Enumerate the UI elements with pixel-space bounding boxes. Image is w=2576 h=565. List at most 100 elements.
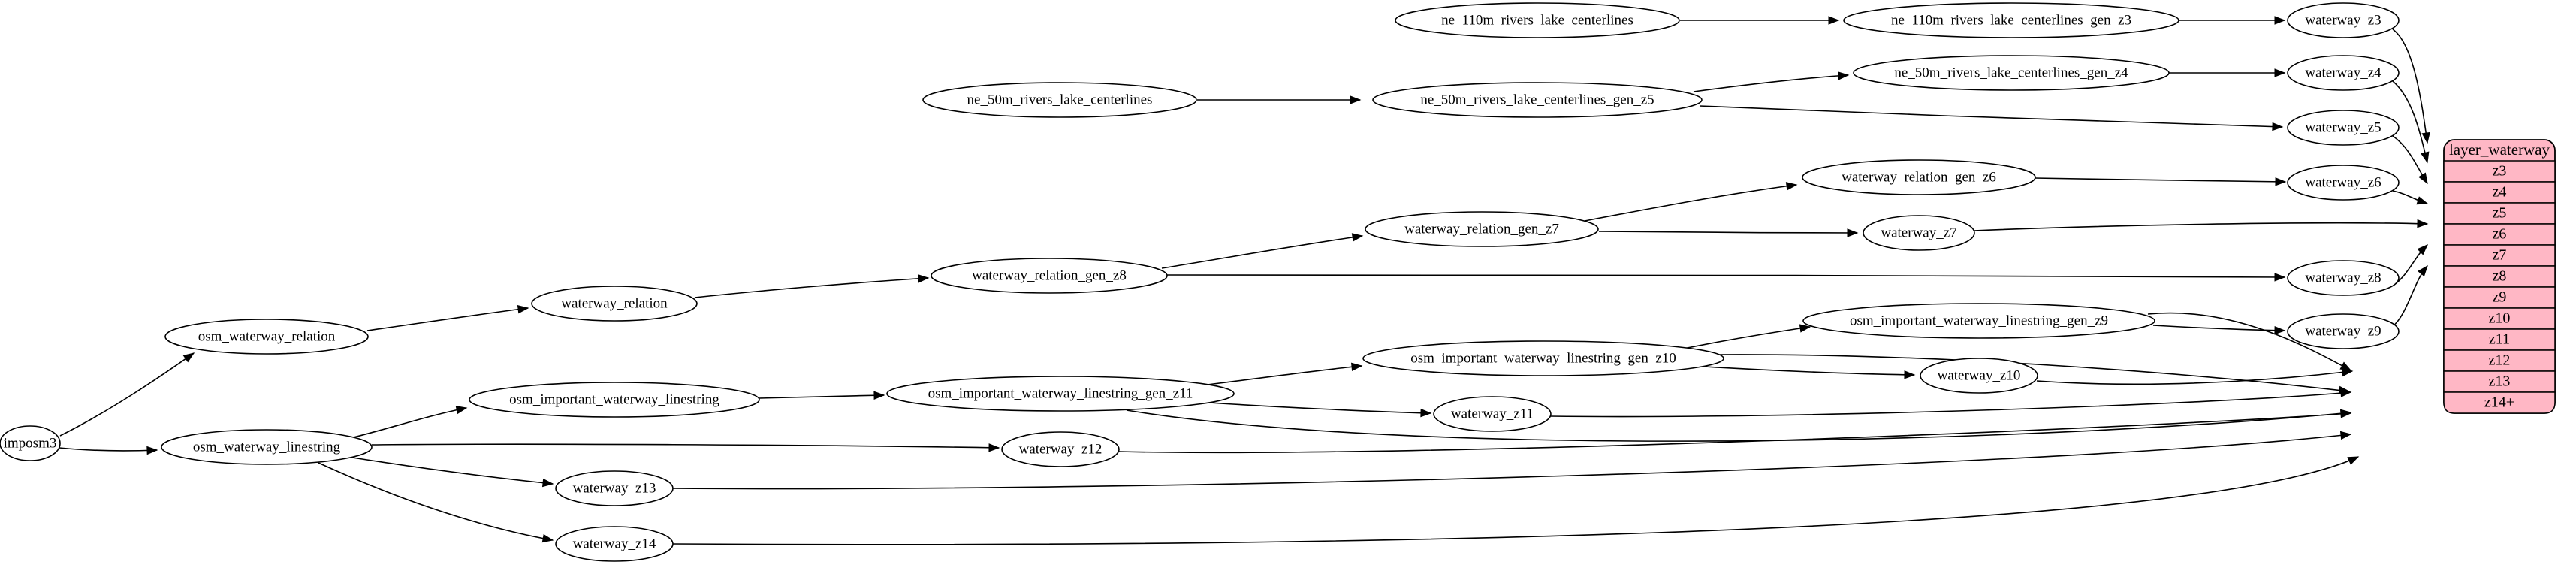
table-row-z4[interactable]: z4 bbox=[2443, 181, 2556, 204]
edge-line bbox=[671, 456, 2359, 545]
nodes-layer: imposm3 osm_waterway_relation osm_waterway… bbox=[0, 2, 2400, 562]
edge-waterway_z5-to-table_z5 bbox=[2392, 135, 2428, 185]
node-waterway_z14[interactable]: waterway_z14 bbox=[555, 526, 674, 562]
table-row-z6[interactable]: z6 bbox=[2443, 223, 2556, 246]
node-ne_50m_rivers_lake_centerlines[interactable]: ne_50m_rivers_lake_centerlines bbox=[922, 82, 1197, 118]
edge-waterway_relation_gen_z8-to-waterway_z8 bbox=[1166, 273, 2286, 282]
node-ellipse bbox=[1365, 211, 1599, 247]
edge-osm_important_waterway_linestring_gen_z11-to-osm_important_waterway_linestring_gen_z10 bbox=[1201, 362, 1363, 386]
table-row-z14-plus[interactable]: z14+ bbox=[2443, 391, 2556, 414]
node-ellipse bbox=[1001, 431, 1120, 467]
edge-line bbox=[350, 407, 467, 439]
edge-line bbox=[2147, 312, 2351, 371]
edge-ne_50m_rivers_lake_centerlines_gen_z5-to-waterway_z5 bbox=[1699, 105, 2284, 131]
edge-arrowhead-icon bbox=[2275, 177, 2287, 186]
edge-arrowhead-icon bbox=[2274, 16, 2286, 25]
node-waterway_z11[interactable]: waterway_z11 bbox=[1433, 396, 1552, 432]
node-ne_110m_rivers_lake_centerlines[interactable]: ne_110m_rivers_lake_centerlines bbox=[1395, 2, 1680, 38]
edge-arrowhead-icon bbox=[2418, 264, 2428, 277]
node-waterway_relation[interactable]: waterway_relation bbox=[531, 286, 698, 322]
table-row-z9[interactable]: z9 bbox=[2443, 286, 2556, 309]
table-row-z11[interactable]: z11 bbox=[2443, 328, 2556, 351]
node-ellipse bbox=[531, 286, 698, 322]
node-osm_important_waterway_linestring_gen_z10[interactable]: osm_important_waterway_linestring_gen_z1… bbox=[1362, 340, 1724, 376]
edge-ne_110m_rivers_lake_centerlines_gen_z3-to-waterway_z3 bbox=[2178, 16, 2286, 25]
edge-line bbox=[1693, 74, 1849, 92]
edge-osm_waterway_relation-to-waterway_relation bbox=[366, 305, 529, 331]
node-osm_important_waterway_linestring_gen_z9[interactable]: osm_important_waterway_linestring_gen_z9 bbox=[1802, 303, 2155, 339]
node-waterway_relation_gen_z7[interactable]: waterway_relation_gen_z7 bbox=[1365, 211, 1599, 247]
node-waterway_z12[interactable]: waterway_z12 bbox=[1001, 431, 1120, 467]
table-row-label: z3 bbox=[2493, 163, 2507, 180]
table-row-z7[interactable]: z7 bbox=[2443, 244, 2556, 267]
table-row-z13[interactable]: z13 bbox=[2443, 370, 2556, 393]
edge-waterway_relation_gen_z6-to-waterway_z6 bbox=[2034, 177, 2287, 186]
edge-arrowhead-icon bbox=[873, 391, 885, 400]
edge-arrowhead-icon bbox=[2417, 244, 2428, 255]
table-row-label: z5 bbox=[2493, 205, 2507, 222]
edge-waterway_z13-to-table_z13 bbox=[671, 431, 2352, 490]
node-osm_waterway_linestring[interactable]: osm_waterway_linestring bbox=[161, 429, 373, 465]
node-waterway_z8[interactable]: waterway_z8 bbox=[2287, 260, 2400, 296]
edge-osm_waterway_linestring-to-osm_important_waterway_linestring bbox=[350, 406, 468, 439]
node-waterway_z7[interactable]: waterway_z7 bbox=[1863, 215, 1975, 251]
edge-arrowhead-icon bbox=[182, 352, 195, 363]
node-osm_waterway_relation[interactable]: osm_waterway_relation bbox=[164, 319, 369, 355]
node-ne_50m_rivers_lake_centerlines_gen_z5[interactable]: ne_50m_rivers_lake_centerlines_gen_z5 bbox=[1372, 82, 1703, 118]
node-waterway_z10[interactable]: waterway_z10 bbox=[1920, 358, 2038, 394]
node-ne_110m_rivers_lake_centerlines_gen_z3[interactable]: ne_110m_rivers_lake_centerlines_gen_z3 bbox=[1843, 2, 2179, 38]
edge-waterway_relation_gen_z7-to-waterway_relation_gen_z6 bbox=[1584, 182, 1798, 222]
node-osm_important_waterway_linestring[interactable]: osm_important_waterway_linestring bbox=[469, 382, 760, 418]
edge-osm_important_waterway_linestring-to-osm_important_waterway_linestring_gen_z11 bbox=[759, 391, 885, 400]
node-ellipse bbox=[1802, 303, 2155, 339]
edge-waterway_z14-to-table_z14 bbox=[671, 456, 2360, 545]
node-waterway_z13[interactable]: waterway_z13 bbox=[555, 470, 674, 506]
node-ellipse bbox=[555, 526, 674, 562]
node-ellipse bbox=[2287, 165, 2400, 201]
edge-arrowhead-icon bbox=[541, 533, 554, 543]
table-row-label: z9 bbox=[2493, 289, 2507, 306]
node-ellipse bbox=[1863, 215, 1975, 251]
node-ellipse bbox=[1802, 159, 2036, 195]
table-row-background bbox=[2443, 307, 2556, 330]
node-waterway_relation_gen_z6[interactable]: waterway_relation_gen_z6 bbox=[1802, 159, 2036, 195]
edge-line bbox=[2034, 177, 2286, 183]
table-row-label: z4 bbox=[2493, 184, 2507, 201]
edge-line bbox=[1126, 409, 2351, 442]
table-row-z5[interactable]: z5 bbox=[2443, 202, 2556, 225]
table-row-label: z13 bbox=[2489, 373, 2511, 390]
edge-arrowhead-icon bbox=[2341, 367, 2354, 377]
node-ellipse bbox=[1372, 82, 1703, 118]
edge-arrowhead-icon bbox=[1350, 95, 1362, 104]
table-row-z8[interactable]: z8 bbox=[2443, 265, 2556, 288]
table-row-z3[interactable]: z3 bbox=[2443, 160, 2556, 183]
edge-waterway_z9-to-table_z9 bbox=[2392, 264, 2428, 327]
node-waterway_z4[interactable]: waterway_z4 bbox=[2287, 55, 2400, 91]
node-ellipse bbox=[1362, 340, 1724, 376]
edge-arrowhead-icon bbox=[2416, 196, 2429, 205]
edge-waterway_relation_gen_z8-to-waterway_relation_gen_z7 bbox=[1161, 233, 1364, 269]
edge-ne_110m_rivers_lake_centerlines-to-ne_110m_rivers_lake_centerlines_gen_z3 bbox=[1680, 16, 1840, 25]
table-row-z12[interactable]: z12 bbox=[2443, 349, 2556, 372]
node-waterway_z5[interactable]: waterway_z5 bbox=[2287, 110, 2400, 146]
edge-arrowhead-icon bbox=[2421, 131, 2430, 144]
edge-arrowhead-icon bbox=[455, 406, 468, 415]
node-imposm3[interactable]: imposm3 bbox=[0, 425, 61, 461]
edge-waterway_z3-to-table_z3 bbox=[2392, 29, 2430, 144]
node-waterway_z9[interactable]: waterway_z9 bbox=[2287, 313, 2400, 349]
edge-waterway_z7-to-table_z7 bbox=[1973, 219, 2429, 231]
edge-line bbox=[1717, 354, 2350, 392]
node-waterway_z3[interactable]: waterway_z3 bbox=[2287, 2, 2400, 38]
edge-line bbox=[1598, 231, 1858, 234]
edge-line bbox=[1679, 326, 1811, 350]
table-row-z10[interactable]: z10 bbox=[2443, 307, 2556, 330]
node-waterway_z6[interactable]: waterway_z6 bbox=[2287, 165, 2400, 201]
edge-line bbox=[1973, 222, 2428, 231]
node-ellipse bbox=[161, 429, 373, 465]
node-ne_50m_rivers_lake_centerlines_gen_z4[interactable]: ne_50m_rivers_lake_centerlines_gen_z4 bbox=[1853, 55, 2170, 91]
table-row-background bbox=[2443, 328, 2556, 351]
edge-arrowhead-icon bbox=[1351, 362, 1363, 372]
edge-waterway_relation_gen_z7-to-waterway_z7 bbox=[1598, 228, 1859, 237]
node-waterway_relation_gen_z8[interactable]: waterway_relation_gen_z8 bbox=[931, 258, 1168, 294]
node-osm_important_waterway_linestring_gen_z11[interactable]: osm_important_waterway_linestring_gen_z1… bbox=[886, 376, 1235, 412]
